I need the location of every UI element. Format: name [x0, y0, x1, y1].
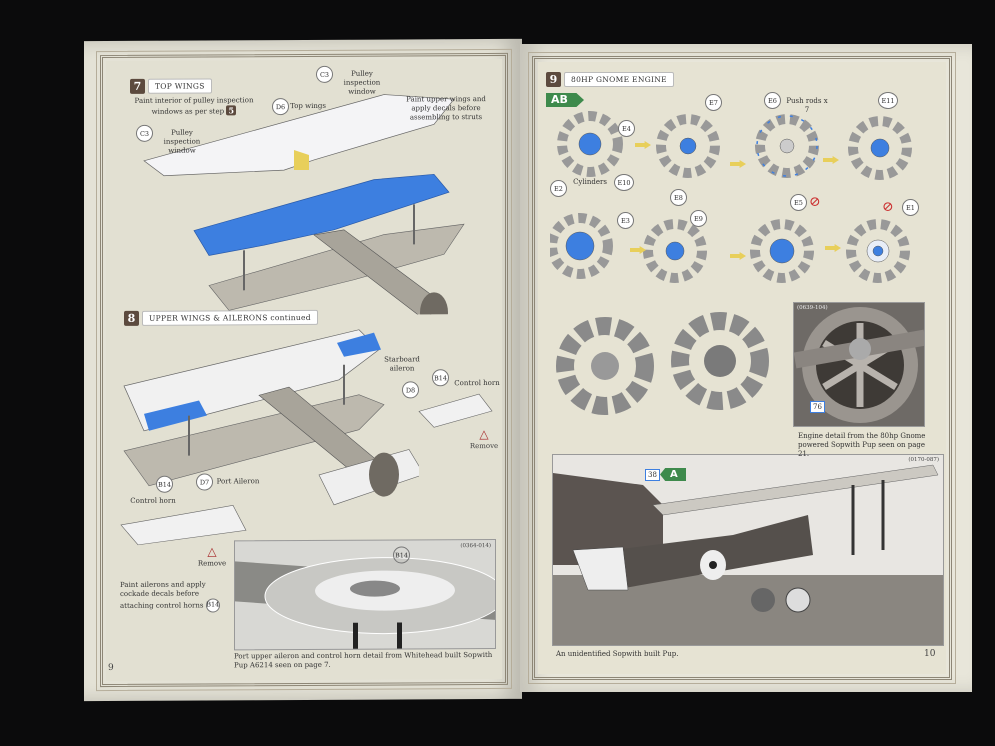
- callout-b14: B14: [393, 546, 410, 564]
- step-ref-badge: 5: [226, 105, 237, 116]
- remove-warning: △Remove: [196, 544, 228, 568]
- pulley-paint-note: Paint interior of pulley inspection wind…: [124, 96, 264, 116]
- remove-label: Remove: [469, 441, 499, 451]
- step-title: 80HP GNOME ENGINE: [564, 72, 674, 87]
- callout-e11: E11: [878, 92, 898, 109]
- callout-d7: D7: [196, 473, 213, 491]
- callout-e2: E2: [550, 180, 567, 197]
- page-number: 10: [924, 649, 936, 659]
- pulley-window-label: Pulley inspection window: [163, 128, 201, 155]
- step-title: UPPER WINGS & AILERONS continued: [142, 309, 318, 326]
- starboard-aileron-part: [418, 393, 493, 428]
- no-glue-icon: ⊘: [809, 194, 821, 210]
- engine-photo-image: [794, 307, 924, 423]
- pulley-window-label: Pulley inspection window: [343, 69, 381, 96]
- callout-e3: E3: [617, 212, 634, 229]
- remove-warning: △Remove: [468, 427, 500, 451]
- callout-e1: E1: [902, 199, 919, 216]
- step-7-header: 7 TOP WINGS: [130, 78, 212, 94]
- callout-d8: D8: [402, 381, 419, 399]
- step-arrow: [823, 156, 839, 164]
- remove-label: Remove: [197, 559, 227, 568]
- no-glue-icon: ⊘: [882, 199, 894, 215]
- step-number: 7: [130, 78, 145, 94]
- right-page: 9 80HP GNOME ENGINE AB E4 E2 Cylinders E…: [520, 44, 972, 692]
- starboard-aileron-label: Starboard aileron: [384, 355, 420, 373]
- step-arrow: [730, 160, 746, 168]
- aileron-photo: (0364-014) B14: [234, 538, 496, 651]
- port-aileron-label: Port Aileron: [216, 477, 260, 486]
- top-wings-label: Top wings: [290, 101, 326, 111]
- decal-marker: 38: [645, 469, 660, 481]
- callout-e9: E9: [690, 210, 707, 227]
- callout-c3: C3: [136, 124, 153, 142]
- version-tag-ab: AB: [546, 93, 584, 107]
- left-page: 7 TOP WINGS Paint interior of pulley ins…: [84, 38, 522, 702]
- remove-triangle-icon: △: [207, 544, 217, 559]
- page-border: [528, 52, 956, 684]
- engine-photo-caption: Engine detail from the 80hp Gnome powere…: [798, 432, 926, 458]
- callout-e5: E5: [790, 194, 807, 211]
- callout-d6: D6: [272, 98, 289, 116]
- step-9-header: 9 80HP GNOME ENGINE: [546, 72, 674, 87]
- step-title: TOP WINGS: [148, 78, 212, 94]
- push-rods-label: Push rods x 7: [786, 97, 828, 114]
- callout-b14: B14: [432, 369, 449, 387]
- step-number: 8: [124, 310, 139, 326]
- callout-e6: E6: [764, 92, 781, 109]
- step-arrow: [635, 141, 651, 149]
- callout-b14: B14: [205, 597, 220, 613]
- photo-ref: (0639-104): [797, 305, 828, 311]
- aircraft-photo-image: [553, 455, 943, 645]
- step-number: 9: [546, 72, 561, 87]
- paint-ailerons-note: Paint ailerons and apply cockade decals …: [120, 580, 220, 613]
- engine-photo: (0639-104) 76: [793, 302, 925, 427]
- callout-b14: B14: [156, 475, 173, 493]
- remove-triangle-icon: △: [479, 427, 489, 442]
- engine-assembly-diagram: [550, 111, 912, 283]
- photo-caption: Port upper aileron and control horn deta…: [234, 651, 493, 670]
- step-8-header: 8 UPPER WINGS & AILERONS continued: [124, 309, 318, 326]
- page-number: 9: [108, 662, 114, 674]
- paint-ailerons-text: Paint ailerons and apply cockade decals …: [120, 580, 206, 610]
- decal-marker: 76: [810, 401, 825, 413]
- callout-c3: C3: [316, 65, 333, 83]
- callout-e10: E10: [614, 174, 634, 191]
- photo-ref: (0364-014): [460, 543, 491, 550]
- callout-e7: E7: [705, 94, 722, 111]
- upper-wings-ailerons-diagram: [123, 329, 419, 506]
- callout-e8: E8: [670, 189, 687, 206]
- cylinders-label: Cylinders: [573, 178, 607, 186]
- engine-render-views: [556, 312, 769, 415]
- port-aileron-part: [120, 505, 247, 546]
- callout-e4: E4: [618, 120, 635, 137]
- step-arrow: [825, 244, 841, 252]
- step-arrow: [630, 246, 646, 254]
- version-tag-a: A: [660, 468, 686, 481]
- step-arrow: [730, 252, 746, 260]
- control-horn-label: Control horn: [130, 496, 176, 505]
- photo-ref: (0170-087): [908, 457, 939, 463]
- top-wings-diagram: [143, 94, 465, 316]
- paint-upper-note: Paint upper wings and apply decals befor…: [406, 95, 486, 121]
- aircraft-photo: (0170-087) 38 A: [552, 454, 944, 646]
- aircraft-photo-caption: An unidentified Sopwith built Pup.: [556, 650, 679, 658]
- control-horn-label: Control horn: [454, 378, 500, 388]
- aileron-photo-image: [235, 557, 496, 651]
